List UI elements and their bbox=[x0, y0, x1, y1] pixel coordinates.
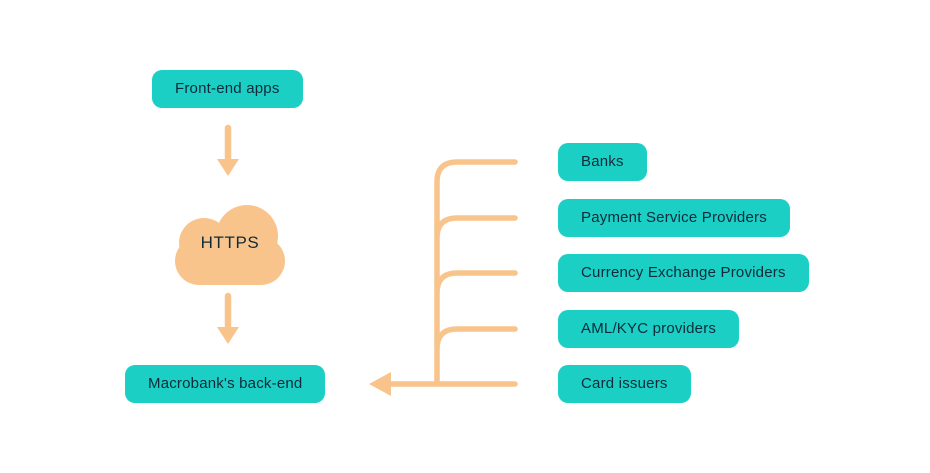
node-provider-label: Payment Service Providers bbox=[581, 209, 767, 226]
node-provider-label: AML/KYC providers bbox=[581, 320, 717, 337]
https-protocol-label: HTTPS bbox=[200, 233, 260, 252]
connector-tree bbox=[369, 159, 518, 396]
node-provider-label: Banks bbox=[581, 153, 624, 170]
node-provider-card-issuers: Card issuers bbox=[558, 365, 691, 403]
node-macrobank-backend: Macrobank's back-end bbox=[125, 365, 326, 403]
node-provider-label: Card issuers bbox=[581, 375, 668, 392]
node-front-end-apps: Front-end apps bbox=[152, 70, 303, 108]
node-provider-label: Currency Exchange Providers bbox=[581, 264, 786, 281]
node-provider-currency-exchange-providers: Currency Exchange Providers bbox=[558, 254, 809, 292]
node-provider-aml-kyc-providers: AML/KYC providers bbox=[558, 310, 740, 348]
node-provider-payment-service-providers: Payment Service Providers bbox=[558, 199, 790, 237]
down-arrow-icon bbox=[217, 124, 239, 176]
left-arrowhead-icon bbox=[369, 372, 391, 396]
down-arrow-icon bbox=[217, 292, 239, 344]
node-provider-banks: Banks bbox=[558, 143, 647, 181]
node-macrobank-backend-label: Macrobank's back-end bbox=[148, 375, 303, 392]
node-front-end-apps-label: Front-end apps bbox=[175, 80, 280, 97]
